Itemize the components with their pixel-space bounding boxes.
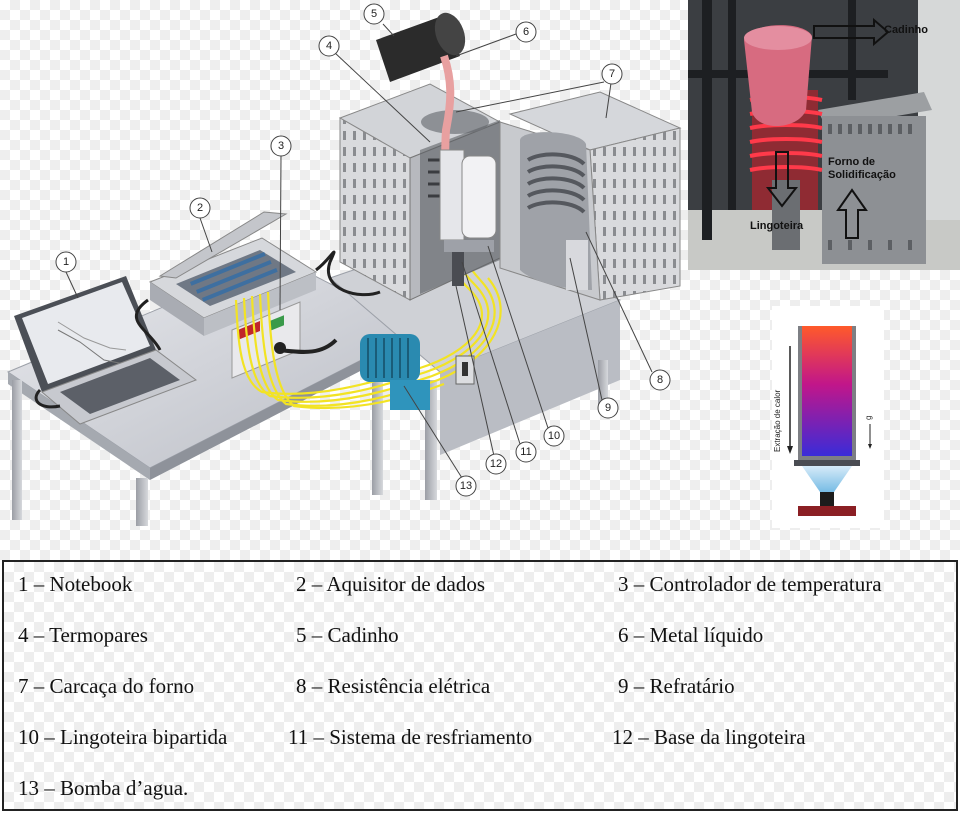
- legend-item-2: 2 – Aquisitor de dados: [296, 572, 485, 596]
- crucible: [376, 12, 466, 82]
- legend-item-6: 6 – Metal líquido: [618, 623, 764, 647]
- callout-7-label: 7: [609, 68, 615, 80]
- callout-11: [515, 441, 537, 463]
- callout-9-label: 9: [605, 402, 611, 414]
- legend-item-1: 1 – Notebook: [18, 572, 133, 596]
- callout-1-label: 1: [63, 256, 69, 268]
- callout-11-label: 11: [520, 446, 531, 458]
- solidification-schematic: Extração de calor g: [772, 306, 884, 528]
- heat-extraction-label: Extração de calor: [773, 389, 782, 452]
- legend-item-7: 7 – Carcaça do forno: [18, 674, 195, 698]
- legend-item-10: 10 – Lingoteira bipartida: [18, 725, 228, 749]
- callout-4-label: 4: [326, 40, 332, 52]
- legend-item-8: 8 – Resistência elétrica: [296, 674, 491, 698]
- legend-item-13: 13 – Bomba d’agua.: [18, 776, 189, 800]
- callout-5-label: 5: [371, 8, 377, 20]
- callout-10: [543, 425, 565, 447]
- legend-item-3: 3 – Controlador de temperatura: [618, 572, 882, 596]
- legend-box: 1 – Notebook 2 – Aquisitor de dados 3 – …: [2, 560, 958, 811]
- table-left: [6, 257, 422, 526]
- figure-area: 1 2 3 4 5 6 7 8 9 10 11 12 13: [0, 0, 960, 561]
- legend-item-5: 5 – Cadinho: [296, 623, 399, 647]
- callout-2: [189, 197, 211, 219]
- callout-12: [485, 453, 507, 475]
- legend-item-9: 9 – Refratário: [618, 674, 735, 698]
- callout-10-label: 10: [548, 430, 560, 442]
- notebook: [14, 276, 198, 425]
- water-pump: [360, 334, 475, 410]
- callout-6: [515, 21, 537, 43]
- callout-2-label: 2: [197, 202, 203, 214]
- label-solidification-furnace: Forno de Solidificação: [828, 156, 896, 181]
- callout-7: [601, 63, 623, 85]
- callout-1: [55, 251, 77, 273]
- callout-12-label: 12: [490, 458, 502, 470]
- label-ingot-mold: Lingoteira: [750, 220, 804, 232]
- gravity-label: g: [864, 416, 873, 420]
- callout-3: [270, 135, 292, 157]
- furnace-photo: Cadinho Forno de Solidificação Lingoteir…: [688, 0, 960, 270]
- callout-13: [455, 475, 477, 497]
- furnace-right-half: [499, 91, 682, 301]
- legend-item-4: 4 – Termopares: [18, 623, 148, 647]
- temperature-controller: [231, 301, 338, 379]
- callout-6-label: 6: [523, 26, 529, 38]
- legend-item-12: 12 – Base da lingoteira: [612, 725, 806, 749]
- callout-8: [649, 369, 671, 391]
- callout-8-label: 8: [657, 374, 663, 386]
- split-mold: [439, 149, 497, 286]
- callout-3-label: 3: [278, 140, 284, 152]
- apparatus-diagram: 1 2 3 4 5 6 7 8 9 10 11 12 13: [6, 3, 682, 526]
- callout-9: [597, 397, 619, 419]
- callout-4: [318, 35, 340, 57]
- legend-item-11: 11 – Sistema de resfriamento: [288, 725, 533, 749]
- callout-13-label: 13: [460, 480, 472, 492]
- label-crucible: Cadinho: [884, 24, 928, 36]
- callout-5: [363, 3, 385, 25]
